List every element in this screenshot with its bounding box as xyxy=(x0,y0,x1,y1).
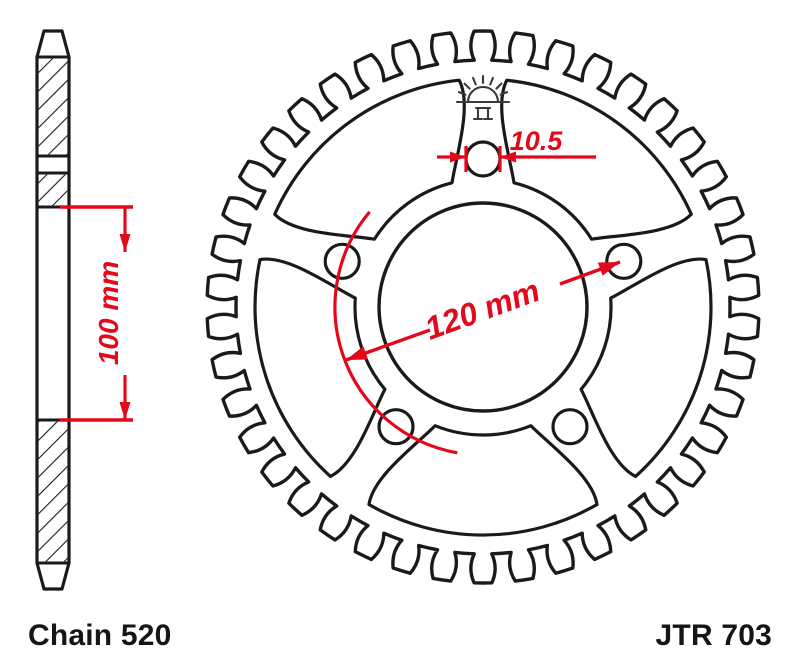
center-distance-label: 100 mm xyxy=(93,261,124,365)
sprocket-front-view xyxy=(205,29,761,585)
side-view-group xyxy=(35,29,71,591)
sun-ray-icon xyxy=(457,91,467,96)
bolt-hole-diameter-dimension: 10.5 xyxy=(437,126,596,172)
spoke-cutout xyxy=(500,78,693,241)
spoke-cutout xyxy=(273,78,466,241)
sun-ray-icon xyxy=(495,82,503,90)
dimension-arrowhead xyxy=(119,402,131,420)
sun-ray-icon xyxy=(463,82,471,90)
spoke-cutouts-group xyxy=(253,78,713,537)
chain-caption: Chain 520 xyxy=(28,619,172,652)
bolt-hole xyxy=(377,408,415,446)
sun-dome-icon xyxy=(466,86,500,104)
bolt-circle-dimension: 120 mm xyxy=(333,210,621,455)
part-number-caption: JTR 703 xyxy=(656,619,772,652)
sprocket-teeth-outline xyxy=(205,29,761,585)
dimension-arrowhead xyxy=(346,346,369,360)
spoke-cutout xyxy=(367,424,599,537)
bolt-hole xyxy=(551,408,589,446)
bolt-hole xyxy=(605,242,643,280)
sun-ray-icon xyxy=(489,76,494,86)
dimension-arrowhead xyxy=(500,151,516,163)
section-hatch-band xyxy=(38,174,68,206)
bolt-circle-diameter-label: 120 mm xyxy=(420,272,544,347)
dimension-arrowhead xyxy=(119,234,131,252)
section-hatch-band xyxy=(38,421,68,562)
bolt-hole-diameter-label: 10.5 xyxy=(510,126,564,156)
center-distance-dimension: 100 mm xyxy=(60,205,133,422)
side-view-outline xyxy=(35,29,71,591)
sun-rays-logo xyxy=(455,74,511,121)
section-hatch-band xyxy=(38,58,68,155)
spoke-cutout xyxy=(579,257,713,478)
dimension-arrowhead xyxy=(450,151,466,163)
sun-ray-icon xyxy=(499,91,509,96)
spoke-cutout xyxy=(253,257,387,478)
dimension-arrowhead xyxy=(597,262,620,276)
bolt-holes-group xyxy=(323,140,643,446)
bolt-hole xyxy=(323,242,361,280)
center-bore-circle xyxy=(377,201,589,413)
bolt-circle-arc xyxy=(333,210,458,455)
sun-ray-icon xyxy=(472,76,477,86)
bolt-hole xyxy=(464,140,502,178)
